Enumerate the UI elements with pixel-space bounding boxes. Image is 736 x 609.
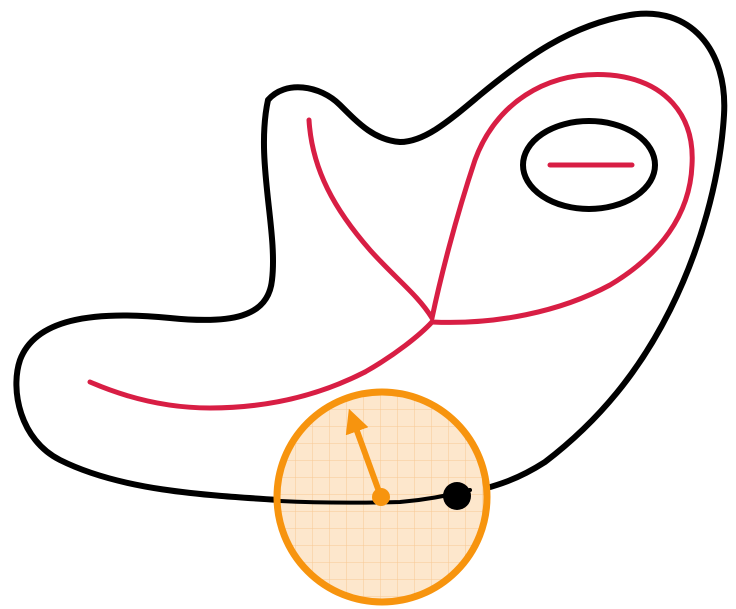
skeleton-top-branch [309, 120, 432, 318]
skeleton-left-branch [90, 372, 365, 408]
skeleton-foot-point [372, 488, 390, 506]
skeleton-loop-branch [432, 75, 692, 323]
skeleton-lower-branch [365, 322, 432, 372]
boundary-point [443, 482, 471, 510]
magnifier [277, 392, 487, 602]
